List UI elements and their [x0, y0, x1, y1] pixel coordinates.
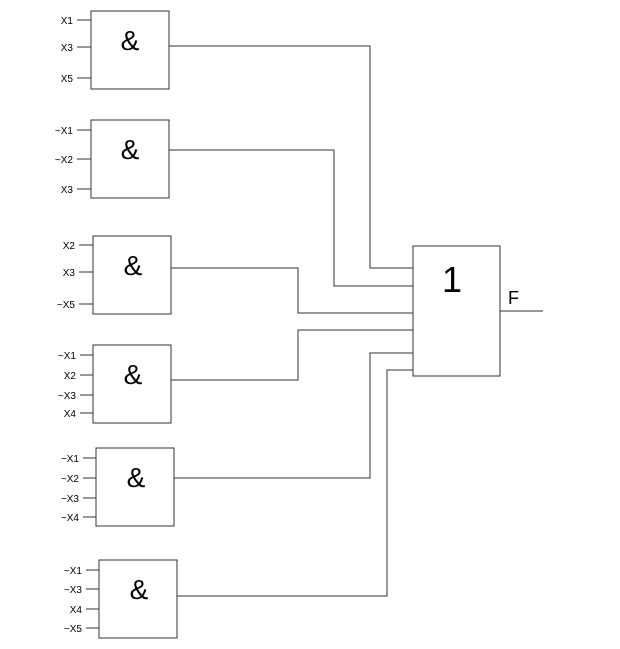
and-gate-2-input-2-label: ~X2	[55, 155, 74, 166]
and-gate-5-input-4-label: ~X4	[61, 513, 80, 524]
wire-and4-to-or	[171, 329, 413, 381]
and-gate-1-input-3-label: X5	[61, 74, 74, 85]
wire-and3-to-or	[171, 267, 413, 314]
and-gate-6-input-3-label: X4	[70, 605, 83, 616]
and-gate-1-box	[90, 10, 170, 90]
and-gate-2-input-3-label: X3	[61, 185, 74, 196]
wire-and1-to-or	[169, 45, 413, 269]
and-gate-3-symbol: &	[124, 250, 143, 281]
wire-and5-to-or	[174, 352, 413, 479]
and-gate-4: & ~X1 X2 ~X3 X4	[58, 344, 172, 424]
and-gate-5-input-2-label: ~X2	[61, 474, 80, 485]
and-gate-6-input-2-label: ~X3	[64, 585, 83, 596]
and-gate-3-input-2-label: X3	[63, 268, 76, 279]
and-gate-1-input-2-label: X3	[61, 43, 74, 54]
or-gate: 1	[412, 245, 501, 377]
and-gate-4-symbol: &	[124, 359, 143, 390]
and-gate-3: & X2 X3 ~X5	[57, 235, 172, 315]
and-gate-2-input-1-label: ~X1	[55, 126, 74, 137]
and-gate-2-symbol: &	[121, 134, 140, 165]
wire-and6-to-or	[177, 369, 413, 597]
and-gate-2: & ~X1 ~X2 X3	[55, 119, 170, 199]
and-gate-4-box	[92, 344, 172, 424]
and-gate-4-input-2-label: X2	[64, 371, 77, 382]
and-gate-3-input-3-label: ~X5	[57, 300, 76, 311]
and-gate-5-box	[95, 447, 175, 527]
and-gate-5-symbol: &	[127, 462, 146, 493]
and-gate-6-input-1-label: ~X1	[64, 566, 83, 577]
and-gate-5-input-3-label: ~X3	[61, 494, 80, 505]
and-gate-1-input-1-label: X1	[61, 16, 74, 27]
and-gate-6-symbol: &	[130, 574, 149, 605]
and-gate-1: & X1 X3 X5	[61, 10, 170, 90]
or-gate-symbol: 1	[442, 259, 462, 300]
and-gate-6-input-4-label: ~X5	[64, 624, 83, 635]
and-gate-2-box	[90, 119, 170, 199]
and-gate-4-input-1-label: ~X1	[58, 351, 77, 362]
and-gate-4-input-3-label: ~X3	[58, 391, 77, 402]
and-gate-4-input-4-label: X4	[64, 409, 77, 420]
and-gate-5: & ~X1 ~X2 ~X3 ~X4	[61, 447, 175, 527]
and-gate-1-symbol: &	[121, 25, 140, 56]
and-gate-6-box	[98, 559, 178, 639]
and-gate-3-input-1-label: X2	[63, 241, 76, 252]
and-gate-6: & ~X1 ~X3 X4 ~X5	[64, 559, 178, 639]
wire-and2-to-or	[169, 149, 413, 287]
output-label: F	[508, 288, 519, 308]
and-gate-5-input-1-label: ~X1	[61, 454, 80, 465]
and-gate-3-box	[92, 235, 172, 315]
